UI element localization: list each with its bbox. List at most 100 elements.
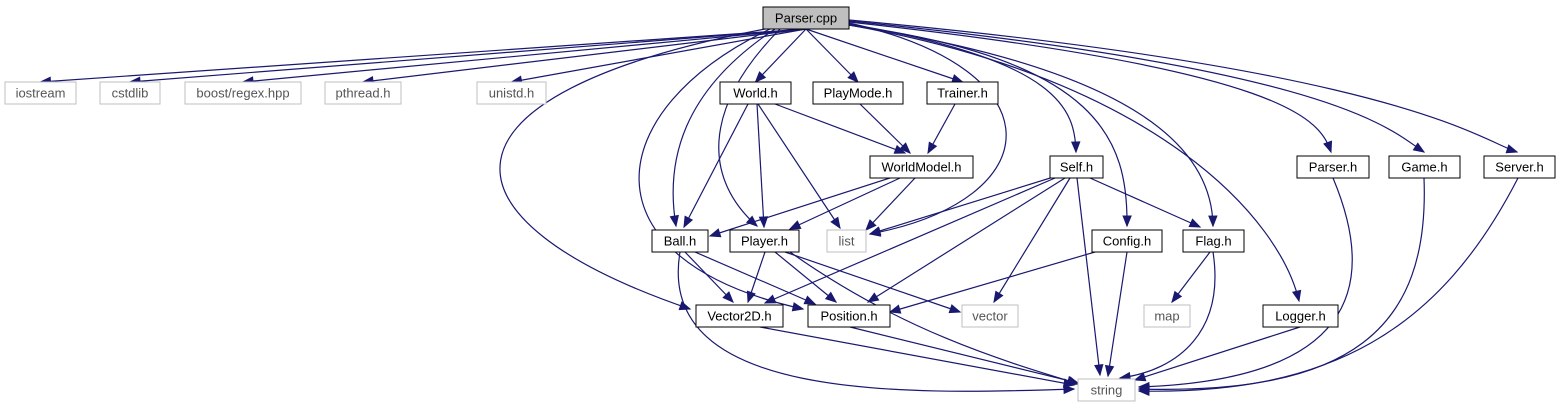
edge-line [362, 28, 807, 83]
edge-arrowhead [722, 291, 734, 303]
node-ball[interactable]: Ball.h [651, 229, 709, 253]
node-trainer[interactable]: Trainer.h [926, 81, 999, 105]
node-position[interactable]: Position.h [807, 304, 891, 328]
edge-arrowhead [868, 226, 882, 236]
node-box [476, 81, 547, 105]
edge-position-to-string [849, 326, 1080, 386]
edge-parser_cpp-to-self [848, 23, 1081, 154]
node-box [1049, 155, 1104, 179]
edge-line [757, 103, 841, 229]
edge-ball-to-string [677, 251, 1076, 395]
edge-config-to-position [888, 251, 1096, 314]
edge-player-to-position [774, 251, 838, 303]
node-box [4, 81, 77, 105]
node-server[interactable]: Server.h [1483, 155, 1556, 179]
edge-line [848, 19, 1518, 153]
node-box [1143, 304, 1191, 328]
node-game[interactable]: Game.h [1388, 155, 1461, 179]
edge-arrowhead [1063, 384, 1076, 395]
node-parser_h[interactable]: Parser.h [1296, 155, 1370, 179]
edge-line [1138, 177, 1425, 390]
node-box [324, 81, 402, 105]
node-label: Game.h [1401, 160, 1447, 175]
edge-arrowhead [1505, 144, 1519, 154]
node-box [719, 81, 792, 105]
node-world[interactable]: World.h [719, 81, 792, 105]
edge-line [848, 23, 1077, 153]
edge-vector2d-to-string [759, 326, 1076, 388]
edge-arrowhead [1094, 364, 1104, 377]
node-flag[interactable]: Flag.h [1182, 229, 1245, 253]
edge-line [805, 28, 859, 83]
edge-line [694, 251, 816, 305]
edge-arrowhead [1323, 140, 1333, 154]
node-box [826, 229, 867, 253]
node-list: list [826, 229, 867, 253]
edge-self-to-vector [993, 177, 1071, 304]
node-config[interactable]: Config.h [1091, 229, 1163, 253]
edge-line [511, 28, 807, 83]
edge-line [848, 24, 1300, 302]
edge-line [764, 177, 1056, 304]
edge-self-to-string [1076, 177, 1104, 377]
node-label: Parser.h [1309, 160, 1357, 175]
edge-parser_cpp-to-world [754, 28, 807, 83]
edge-arrowhead [1291, 289, 1302, 303]
edge-world-to-ball [683, 103, 749, 229]
node-label: list [839, 234, 855, 249]
node-label: Player.h [741, 234, 788, 249]
edge-line [638, 28, 804, 310]
edge-parser_cpp-to-player [718, 28, 781, 227]
node-boost_regex: boost/regex.hpp [184, 81, 302, 105]
edge-parser_cpp-to-list [848, 22, 1007, 237]
node-playmode[interactable]: PlayMode.h [812, 81, 904, 105]
edge-arrowhead [683, 215, 694, 229]
edge-line [129, 28, 807, 83]
edge-parser_cpp-to-ball [669, 28, 776, 228]
edge-ball-to-vector2d [684, 251, 734, 303]
edge-world-to-list [757, 103, 841, 230]
edge-parser_cpp-to-cstdlib [128, 28, 807, 86]
edge-line [709, 177, 891, 237]
edge-line [774, 251, 837, 303]
node-label: PlayMode.h [824, 86, 893, 101]
node-label: Logger.h [1275, 309, 1326, 324]
node-self[interactable]: Self.h [1049, 155, 1104, 179]
edge-line [1089, 177, 1201, 228]
node-label: Parser.cpp [775, 11, 837, 26]
edge-line [869, 174, 1061, 235]
node-logger[interactable]: Logger.h [1262, 304, 1339, 328]
node-label: map [1154, 309, 1179, 324]
node-box [1296, 155, 1370, 179]
node-box [184, 81, 302, 105]
edge-parser_cpp-to-playmode [805, 28, 859, 83]
node-iostream: iostream [4, 81, 77, 105]
edge-parser_cpp-to-vector2d [499, 28, 766, 311]
node-worldmodel[interactable]: WorldModel.h [869, 155, 974, 179]
edge-line [848, 21, 1332, 153]
node-vector2d[interactable]: Vector2D.h [695, 304, 784, 328]
edge-arrowhead [1122, 215, 1132, 228]
edge-arrowhead [1071, 141, 1081, 154]
node-box [869, 155, 974, 179]
node-label: Self.h [1060, 160, 1093, 175]
edge-line [849, 326, 1079, 384]
node-parser_cpp[interactable]: Parser.cpp [762, 6, 850, 30]
node-map: map [1143, 304, 1191, 328]
edge-parser_h-to-string [1137, 177, 1353, 392]
edge-line [1076, 177, 1101, 376]
node-player[interactable]: Player.h [729, 229, 800, 253]
edge-line [848, 22, 1007, 235]
edge-parser_cpp-to-position [638, 28, 805, 312]
edge-worldmodel-to-ball [708, 177, 891, 238]
node-string: string [1077, 378, 1136, 402]
edge-player-to-vector2d [746, 251, 766, 304]
edge-line [867, 177, 1066, 303]
edge-arrowhead [847, 71, 859, 83]
node-unistd: unistd.h [476, 81, 547, 105]
node-label: Position.h [820, 309, 877, 324]
edge-line [759, 326, 1075, 386]
edge-config-to-string [1104, 251, 1128, 378]
node-vector: vector [961, 304, 1019, 328]
edge-server-to-string [1137, 177, 1519, 396]
